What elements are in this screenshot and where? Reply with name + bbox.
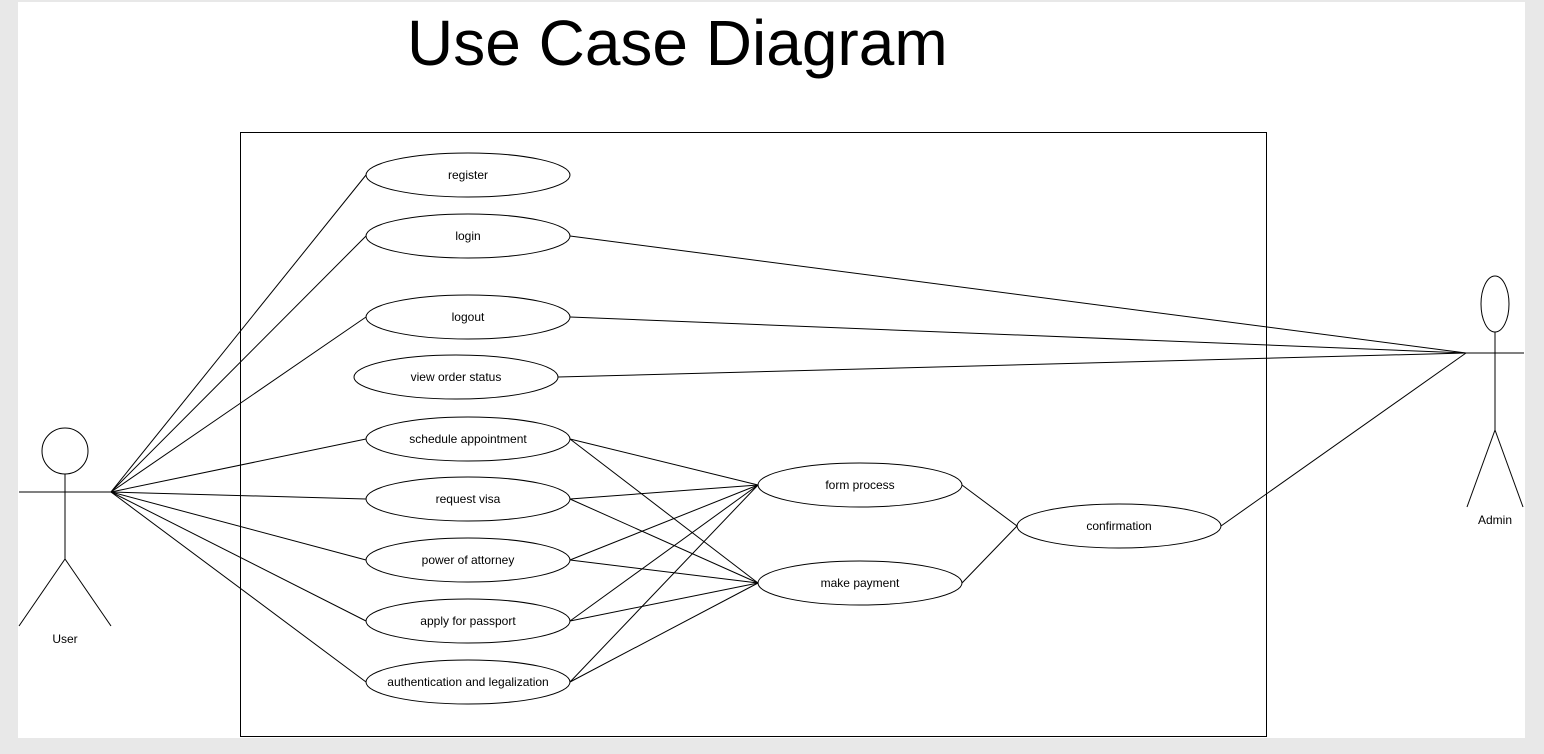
association-user-schedule-appointment (110, 438, 367, 493)
association-admin-logout (569, 316, 1467, 354)
actor-admin[interactable]: Admin (1466, 275, 1524, 527)
association-authentication-and-legalization-make-payment (569, 582, 759, 683)
use-case-authentication-and-legalization[interactable]: authentication and legalization (365, 659, 571, 705)
use-case-view-order-status-ellipse (353, 354, 559, 400)
actor-admin-right-leg (1494, 429, 1524, 508)
association-user-register (110, 174, 367, 493)
association-power-of-attorney-form-process (569, 484, 759, 561)
diagram-title: Use Case Diagram (407, 7, 948, 79)
association-form-process-confirmation (961, 484, 1018, 527)
actor-admin-left-leg (1466, 429, 1496, 508)
use-case-schedule-appointment-ellipse (365, 416, 571, 462)
use-case-register-ellipse (365, 152, 571, 198)
use-case-request-visa-ellipse (365, 476, 571, 522)
association-user-authentication-and-legalization (110, 491, 367, 683)
use-case-make-payment[interactable]: make payment (757, 560, 963, 606)
use-case-logout[interactable]: logout (365, 294, 571, 340)
use-case-form-process[interactable]: form process (757, 462, 963, 508)
association-admin-login (569, 235, 1467, 354)
use-case-register-label: register (448, 168, 488, 182)
actor-user-left-leg (18, 558, 66, 627)
use-case-authentication-and-legalization-label: authentication and legalization (387, 675, 548, 689)
use-case-login[interactable]: login (365, 213, 571, 259)
use-case-apply-for-passport-ellipse (365, 598, 571, 644)
association-user-power-of-attorney (110, 491, 367, 561)
use-case-view-order-status-label: view order status (411, 370, 502, 384)
use-case-power-of-attorney[interactable]: power of attorney (365, 537, 571, 583)
use-case-view-order-status[interactable]: view order status (353, 354, 559, 400)
actor-user[interactable]: User (18, 427, 112, 646)
association-admin-view-order-status (557, 352, 1467, 378)
association-lines (110, 174, 1467, 683)
system-boundary (240, 132, 1267, 737)
association-user-logout (110, 316, 367, 493)
association-schedule-appointment-make-payment (569, 438, 759, 584)
use-case-request-visa[interactable]: request visa (365, 476, 571, 522)
use-case-login-label: login (455, 229, 480, 243)
use-case-make-payment-ellipse (757, 560, 963, 606)
use-case-confirmation-ellipse (1016, 503, 1222, 549)
association-user-apply-for-passport (110, 491, 367, 622)
use-case-logout-label: logout (452, 310, 485, 324)
use-case-authentication-and-legalization-ellipse (365, 659, 571, 705)
actor-admin-label: Admin (1478, 513, 1512, 527)
use-case-schedule-appointment-label: schedule appointment (409, 432, 527, 446)
association-user-login (110, 235, 367, 493)
actor-admin-head (1480, 275, 1510, 333)
use-case-logout-ellipse (365, 294, 571, 340)
use-case-form-process-label: form process (825, 478, 894, 492)
association-request-visa-form-process (569, 484, 759, 500)
association-make-payment-confirmation (961, 525, 1018, 584)
association-user-request-visa (110, 491, 367, 500)
association-apply-for-passport-make-payment (569, 582, 759, 622)
use-case-schedule-appointment[interactable]: schedule appointment (365, 416, 571, 462)
use-case-request-visa-label: request visa (436, 492, 501, 506)
use-case-login-ellipse (365, 213, 571, 259)
association-schedule-appointment-form-process (569, 438, 759, 486)
use-case-confirmation-label: confirmation (1086, 519, 1151, 533)
association-apply-for-passport-form-process (569, 484, 759, 622)
use-case-register[interactable]: register (365, 152, 571, 198)
use-case-form-process-ellipse (757, 462, 963, 508)
use-case-power-of-attorney-ellipse (365, 537, 571, 583)
actor-user-head (41, 427, 89, 475)
use-case-power-of-attorney-label: power of attorney (422, 553, 515, 567)
diagram-canvas (18, 2, 1525, 738)
use-case-make-payment-label: make payment (821, 576, 900, 590)
use-case-confirmation[interactable]: confirmation (1016, 503, 1222, 549)
actor-user-label: User (52, 632, 77, 646)
actor-user-right-leg (64, 558, 112, 627)
association-request-visa-make-payment (569, 498, 759, 584)
use-case-apply-for-passport-label: apply for passport (420, 614, 516, 628)
association-admin-confirmation (1220, 352, 1467, 527)
use-case-apply-for-passport[interactable]: apply for passport (365, 598, 571, 644)
association-power-of-attorney-make-payment (569, 559, 759, 584)
association-authentication-and-legalization-form-process (569, 484, 759, 683)
